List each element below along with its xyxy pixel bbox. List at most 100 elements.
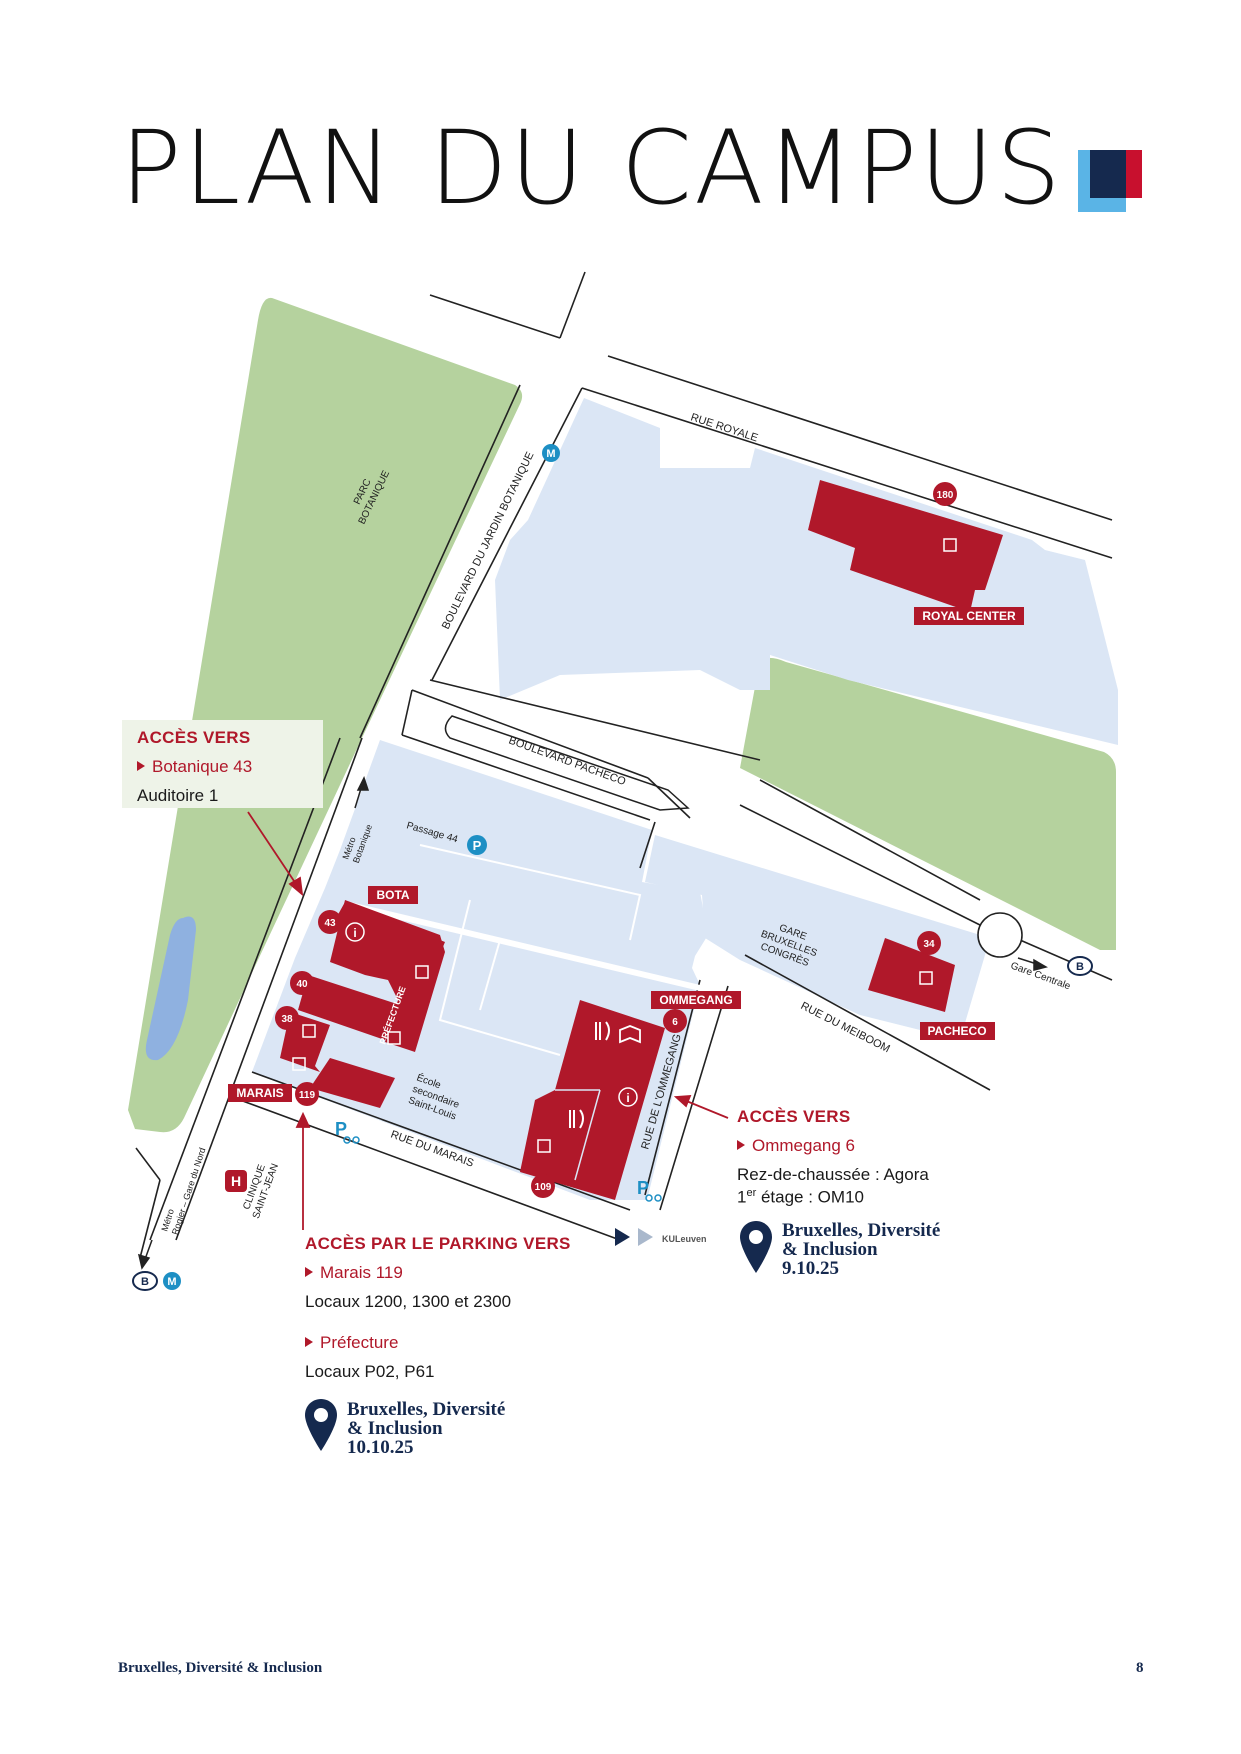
building-ommegang [520, 1000, 665, 1200]
tag-royal-center: ROYAL CENTER [914, 607, 1024, 625]
badge-38: 38 [275, 1006, 299, 1030]
svg-text:i: i [626, 1091, 629, 1105]
svg-text:M: M [546, 448, 555, 460]
metro-rogier-label: MétroRogier – Gare du Nord [159, 1143, 207, 1236]
svg-text:MARAIS: MARAIS [236, 1086, 283, 1100]
info-icon: i [345, 922, 365, 942]
bike-parking-icon: P [637, 1178, 662, 1202]
train-icon: B [132, 1271, 158, 1291]
parking-icon: P [467, 835, 487, 855]
callout-botanique: ACCÈS VERS Botanique 43 Auditoire 1 [137, 729, 337, 809]
page-title: PLAN DU CAMPUS [120, 109, 1063, 228]
roundabout [977, 912, 1023, 958]
tag-bota: BOTA [368, 886, 418, 904]
location-pin-icon [740, 1221, 772, 1273]
event-parking: Bruxelles, Diversité & Inclusion 10.10.2… [347, 1399, 506, 1458]
svg-text:6: 6 [672, 1017, 678, 1028]
badge-119: 119 [295, 1082, 319, 1106]
building-40 [298, 975, 400, 1040]
info-icon: i [618, 1087, 638, 1107]
callout-detail: Rez-de-chaussée : Agora [737, 1165, 929, 1184]
parc-botanique [128, 297, 523, 1133]
svg-text:180: 180 [937, 490, 954, 501]
svg-text:P: P [335, 1119, 347, 1139]
svg-text:BOTA: BOTA [376, 888, 409, 902]
building-prefecture [330, 900, 445, 1052]
svg-text:P: P [637, 1178, 649, 1198]
callout-ommegang: ACCÈS VERS Ommegang 6 Rez-de-chaussée : … [737, 1108, 997, 1208]
badge-40: 40 [290, 971, 314, 995]
elevator-icon [537, 1139, 551, 1153]
tag-pacheco: PACHECO [920, 1022, 995, 1040]
svg-text:43: 43 [324, 918, 336, 929]
play-icon [615, 1228, 653, 1246]
callout-heading: ACCÈS VERS [137, 728, 251, 747]
badge-43: 43 [318, 910, 342, 934]
triangle-icon [305, 1267, 313, 1277]
svg-text:34: 34 [923, 939, 935, 950]
pond [145, 916, 196, 1061]
svg-text:ROYAL CENTER: ROYAL CENTER [922, 609, 1016, 623]
elevator-icon [302, 1024, 316, 1038]
footer-title: Bruxelles, Diversité & Inclusion [118, 1660, 323, 1676]
svg-text:OMMEGANG: OMMEGANG [659, 993, 732, 1007]
callout-item[interactable]: Ommegang 6 [737, 1137, 855, 1154]
svg-text:109: 109 [535, 1182, 552, 1193]
badge-109: 109 [531, 1174, 555, 1198]
callout-detail: 1er étage : OM10 [737, 1187, 864, 1207]
elevator-icon [943, 538, 957, 552]
elevator-icon [292, 1057, 306, 1071]
svg-text:119: 119 [299, 1090, 316, 1101]
location-pin-icon [305, 1399, 337, 1451]
bike-parking-icon: P [335, 1119, 360, 1144]
callout-detail: Auditoire 1 [137, 786, 219, 805]
badge-34: 34 [917, 931, 941, 955]
svg-text:H: H [231, 1173, 241, 1189]
brand-logo [1078, 150, 1142, 212]
svg-text:M: M [167, 1276, 176, 1288]
badge-180: 180 [933, 482, 957, 506]
train-icon: B [1067, 956, 1093, 976]
restaurant-icon [569, 1109, 584, 1129]
kuleuven-label: KULeuven [662, 1234, 707, 1244]
building-royal-center [808, 480, 1003, 612]
street-rue-royale: RUE ROYALE [689, 411, 759, 444]
svg-text:B: B [1076, 961, 1084, 973]
callout-item[interactable]: Botanique 43 [137, 758, 252, 775]
callout-heading: ACCÈS VERS [737, 1107, 851, 1126]
tag-marais: MARAIS [228, 1084, 292, 1102]
svg-text:PACHECO: PACHECO [927, 1024, 986, 1038]
callout-parking: ACCÈS PAR LE PARKING VERS Marais 119 Loc… [305, 1235, 625, 1385]
callout-item[interactable]: Préfecture [305, 1334, 398, 1351]
svg-text:40: 40 [296, 979, 308, 990]
triangle-icon [137, 761, 145, 771]
block-royale [495, 398, 1118, 745]
callout-detail: Locaux 1200, 1300 et 2300 [305, 1292, 512, 1311]
callout-box-bg [122, 720, 323, 808]
badge-6: 6 [663, 1009, 687, 1033]
building-pacheco [868, 938, 955, 1012]
svg-text:i: i [353, 926, 356, 940]
triangle-icon [305, 1337, 313, 1347]
building-marais-119 [310, 1058, 395, 1108]
green-area-east [740, 657, 1116, 950]
page-number: 8 [1136, 1660, 1144, 1676]
triangle-icon [737, 1140, 745, 1150]
restaurant-icon [595, 1021, 610, 1041]
event-ommegang: Bruxelles, Diversité & Inclusion 9.10.25 [782, 1220, 941, 1279]
elevator-icon [919, 971, 933, 985]
metro-icon: M [163, 1272, 181, 1290]
elevator-icon [415, 965, 429, 979]
svg-text:B: B [141, 1276, 149, 1288]
svg-text:P: P [473, 838, 482, 853]
hospital-icon: H [225, 1170, 247, 1192]
svg-text:38: 38 [281, 1014, 293, 1025]
library-icon [619, 1025, 641, 1044]
elevator-icon [387, 1031, 401, 1045]
callout-item[interactable]: Marais 119 [305, 1264, 403, 1281]
metro-icon: M [542, 444, 560, 462]
street-bd-pacheco: BOULEVARD PACHECO [507, 735, 628, 789]
callout-detail: Locaux P02, P61 [305, 1362, 435, 1381]
tag-ommegang: OMMEGANG [651, 991, 741, 1009]
median-pacheco [444, 715, 690, 811]
